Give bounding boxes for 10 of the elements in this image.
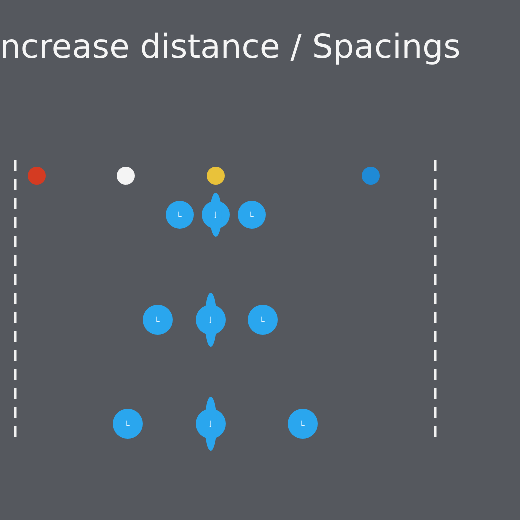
player-marker <box>113 409 143 439</box>
pointed-player-marker <box>196 397 226 451</box>
player-marker <box>238 201 266 229</box>
player-marker <box>248 305 278 335</box>
player-marker <box>143 305 173 335</box>
player-marker <box>288 409 318 439</box>
title: ncrease distance / Spacings <box>0 30 461 63</box>
pointed-player-marker <box>196 293 226 347</box>
player-marker <box>166 201 194 229</box>
pointed-player-marker <box>202 193 230 237</box>
